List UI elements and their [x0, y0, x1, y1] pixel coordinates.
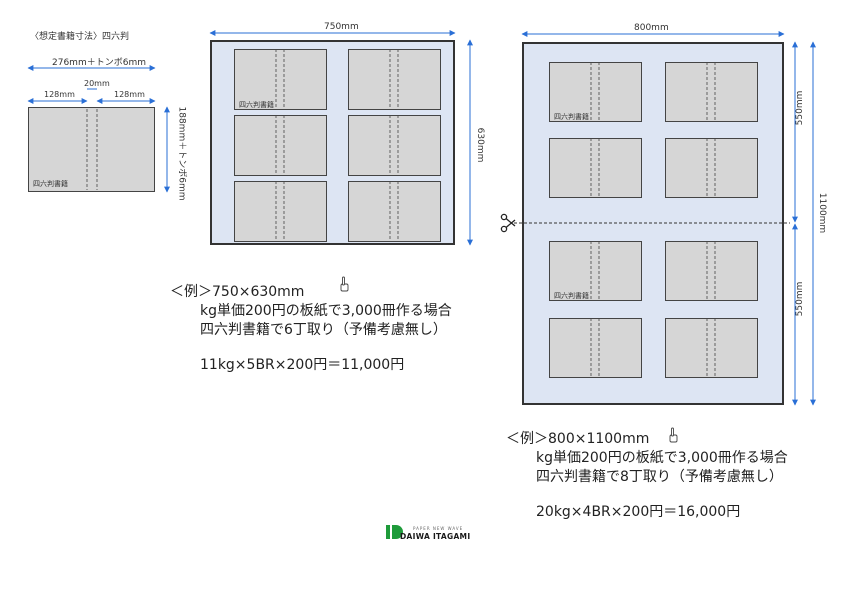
example-800-line1: ＜例＞800×1100mm — [506, 431, 650, 447]
pointing-hand-icon-2 — [669, 427, 678, 443]
example-800: ＜例＞800×1100mm kg単価200円の板紙で3,000冊作る場合 四六判… — [506, 430, 788, 522]
example-750-line2: kg単価200円の板紙で3,000冊作る場合 — [200, 303, 452, 319]
sheet-800-book-3 — [549, 138, 642, 198]
sheet-750-book-2 — [348, 49, 441, 110]
example-750: ＜例＞750×630mm kg単価200円の板紙で3,000冊作る場合 四六判書… — [170, 283, 452, 375]
example-750-calc: 11kg×5BR×200円＝11,000円 — [200, 357, 405, 373]
daiwa-logo-mark — [386, 525, 403, 539]
sheet-750-book-5 — [234, 181, 327, 242]
sheet-800-book-label-top: 四六判書籍 — [554, 113, 589, 121]
sheet-800-book-5: 四六判書籍 — [549, 241, 642, 301]
pointing-hand-icon-1 — [340, 276, 349, 292]
sheet-800-book-6 — [665, 241, 758, 301]
spec-page-width-left-label: 128mm — [44, 90, 75, 99]
logo-brand: DAIWA ITAGAMI — [400, 532, 471, 541]
sheet-800-book-4 — [665, 138, 758, 198]
sheet-800-book-7 — [549, 318, 642, 378]
scissors-icon — [500, 213, 516, 233]
sheet-750-book-6 — [348, 181, 441, 242]
spec-book: 四六判書籍 — [28, 107, 155, 192]
example-750-line3: 四六判書籍で6丁取り（予備考慮無し） — [200, 322, 447, 338]
sheet-800-book-1: 四六判書籍 — [549, 62, 642, 122]
sheet-750-width-label: 750mm — [324, 22, 359, 32]
sheet-750-book-1: 四六判書籍 — [234, 49, 327, 110]
sheet-800-book-2 — [665, 62, 758, 122]
example-800-line3: 四六判書籍で8丁取り（予備考慮無し） — [536, 469, 783, 485]
spec-book-label: 四六判書籍 — [33, 180, 68, 188]
sheet-800-book-label-bottom: 四六判書籍 — [554, 292, 589, 300]
sheet-750: 四六判書籍 — [210, 40, 455, 245]
sheet-750-book-4 — [348, 115, 441, 176]
spec-gap-label: 20mm — [84, 79, 110, 88]
spec-total-width-label: 276mm＋トンボ6mm — [52, 58, 146, 68]
example-800-calc: 20kg×4BR×200円＝16,000円 — [536, 504, 741, 520]
sheet-750-book-label: 四六判書籍 — [239, 101, 274, 109]
sheet-750-book-3 — [234, 115, 327, 176]
example-800-line2: kg単価200円の板紙で3,000冊作る場合 — [536, 450, 788, 466]
logo-tagline: PAPER NEW WAVE — [413, 526, 464, 531]
sheet-800-book-8 — [665, 318, 758, 378]
spec-title: 〈想定書籍寸法〉四六判 — [30, 32, 130, 42]
spec-page-width-right-label: 128mm — [114, 90, 145, 99]
sheet-800-width-label: 800mm — [634, 23, 669, 33]
example-750-line1: ＜例＞750×630mm — [170, 284, 305, 300]
